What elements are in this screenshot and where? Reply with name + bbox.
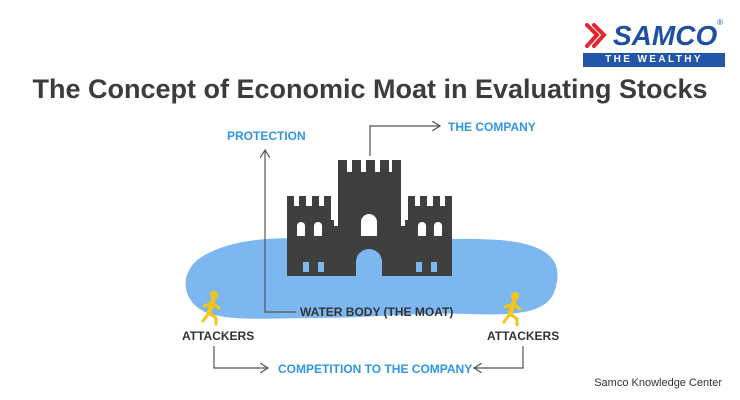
brand-tagline: THE WEALTHY HABIT (583, 53, 725, 79)
competition-label: COMPETITION TO THE COMPANY (278, 362, 473, 376)
castle-windows (297, 214, 442, 276)
water-body-label: WATER BODY (THE MOAT) (300, 305, 454, 319)
samco-mark-icon (585, 23, 607, 48)
brand-name: SAMCO (613, 20, 718, 51)
protection-arrow (265, 150, 296, 313)
page-title: The Concept of Economic Moat in Evaluati… (32, 74, 708, 104)
moat-water (185, 238, 558, 319)
attackers-left-label: ATTACKERS (182, 329, 255, 343)
registered-mark: ® (717, 18, 723, 27)
protection-label: PROTECTION (227, 129, 306, 143)
attackers-right-label: ATTACKERS (487, 329, 560, 343)
competition-arrow-left (213, 346, 268, 368)
company-label: THE COMPANY (448, 120, 536, 134)
running-person-icon (201, 291, 221, 326)
competition-arrow-right (474, 346, 524, 368)
footer-credit: Samco Knowledge Center (594, 377, 722, 389)
samco-logo: SAMCO ® THE WEALTHY HABIT (583, 18, 725, 79)
company-arrow (369, 126, 440, 156)
running-person-icon (502, 292, 522, 327)
